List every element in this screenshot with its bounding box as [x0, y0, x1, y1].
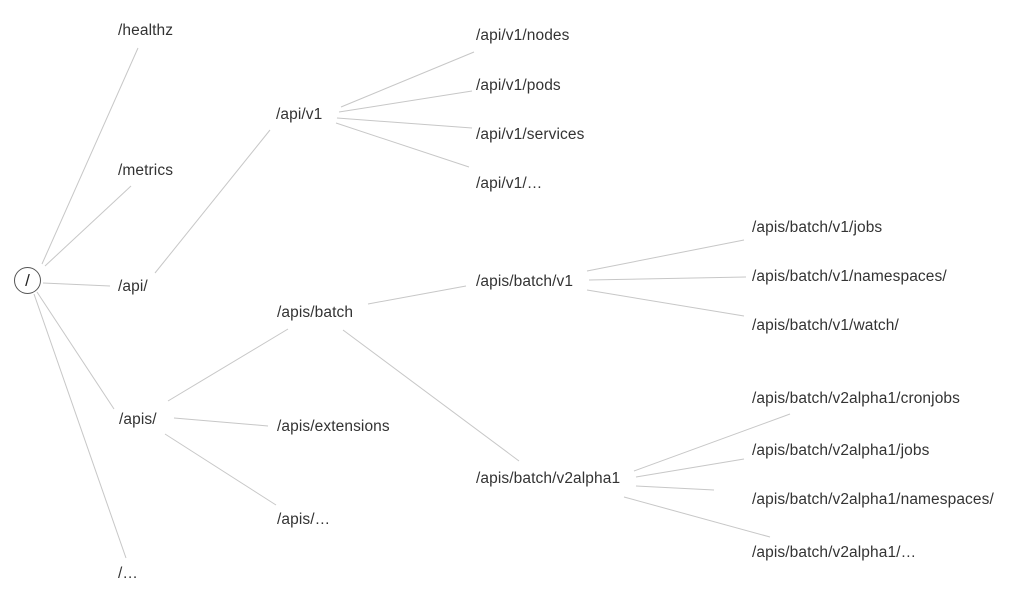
edge-apiv1-dots — [335, 122, 470, 168]
root-node-label: / — [25, 270, 30, 290]
edge-batch-v1 — [367, 285, 467, 305]
root-node-circle: / — [14, 267, 41, 294]
tree-node-root-dots: /… — [118, 565, 139, 582]
edge-apis-extensions — [173, 417, 269, 427]
edge-apiv1-nodes — [340, 51, 475, 108]
tree-node-api-v1: /api/v1 — [276, 106, 323, 123]
tree-node-api-v1-nodes: /api/v1/nodes — [476, 27, 570, 44]
edge-v2alpha1-cronjobs — [633, 413, 791, 472]
edge-root-dots — [33, 293, 127, 559]
tree-node-apis-extensions: /apis/extensions — [277, 418, 390, 435]
tree-node-batch-v1-watch: /apis/batch/v1/watch/ — [752, 317, 899, 334]
edge-apiv1-services — [336, 117, 473, 129]
tree-node-apis-dots: /apis/… — [277, 511, 331, 528]
tree-node-api-v1-services: /api/v1/services — [476, 126, 585, 143]
edge-root-metrics — [44, 185, 132, 267]
edge-root-apis — [36, 291, 115, 410]
tree-node-batch-v1-namespaces: /apis/batch/v1/namespaces/ — [752, 268, 947, 285]
edge-apiv1-pods — [338, 90, 473, 113]
edge-root-healthz — [41, 47, 139, 265]
tree-node-batch-v1-jobs: /apis/batch/v1/jobs — [752, 219, 883, 236]
tree-node-apis-batch: /apis/batch — [277, 304, 354, 321]
edge-v2alpha1-jobs — [635, 458, 745, 478]
tree-node-v2alpha1-namespaces: /apis/batch/v2alpha1/namespaces/ — [752, 491, 994, 508]
tree-node-apis-batch-v1: /apis/batch/v1 — [476, 273, 574, 290]
tree-node-v2alpha1-dots: /apis/batch/v2alpha1/… — [752, 544, 917, 561]
edge-apis-dots — [164, 433, 277, 506]
edge-batchv1-watch — [586, 289, 745, 317]
tree-node-apis-batch-v2alpha1: /apis/batch/v2alpha1 — [476, 470, 621, 487]
tree-node-api: /api/ — [118, 278, 148, 295]
tree-node-metrics: /metrics — [118, 162, 174, 179]
edge-v2alpha1-namespaces — [635, 485, 715, 491]
edge-batchv1-jobs — [586, 239, 745, 272]
tree-node-apis: /apis/ — [119, 411, 157, 428]
edge-batch-v2alpha1 — [342, 329, 520, 462]
tree-node-healthz: /healthz — [118, 22, 174, 39]
tree-node-v2alpha1-cronjobs: /apis/batch/v2alpha1/cronjobs — [752, 390, 960, 407]
tree-node-v2alpha1-jobs: /apis/batch/v2alpha1/jobs — [752, 442, 930, 459]
edge-root-api — [42, 282, 111, 287]
edge-batchv1-namespaces — [588, 276, 747, 281]
tree-node-api-v1-pods: /api/v1/pods — [476, 77, 561, 94]
edge-api-apiv1 — [154, 129, 271, 274]
edge-v2alpha1-dots — [623, 496, 771, 538]
tree-node-api-v1-dots: /api/v1/… — [476, 175, 543, 192]
edge-apis-batch — [167, 328, 289, 402]
